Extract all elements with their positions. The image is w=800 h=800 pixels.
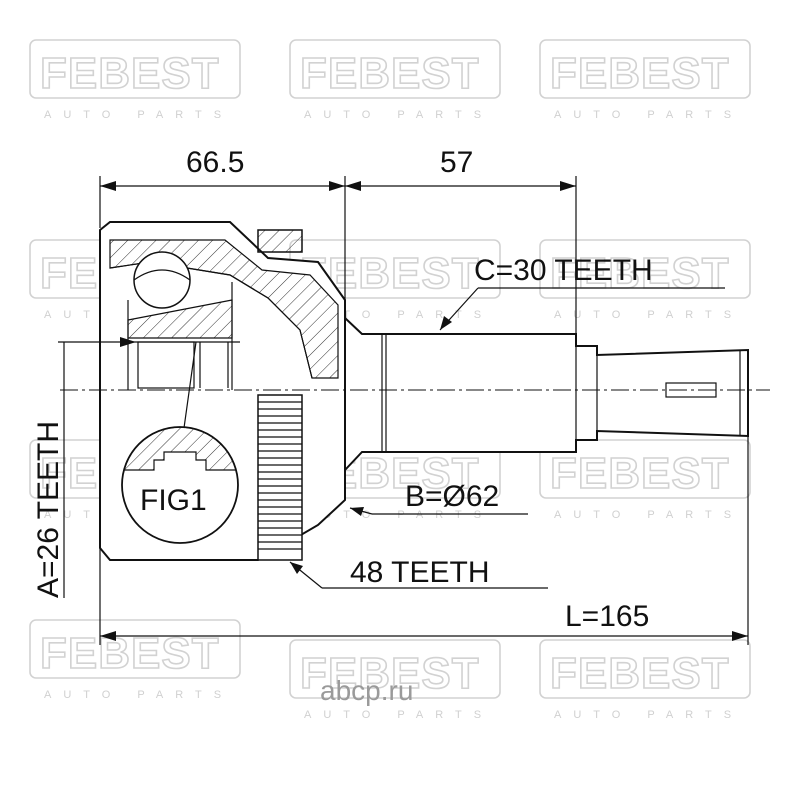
watermark-3: FEBEST AUTO PARTS	[539, 39, 751, 121]
inner-teeth-value: C=30 TEETH	[474, 254, 653, 287]
outer-teeth-value: A=26 TEETH	[32, 421, 65, 598]
dimension-shaft-length: 57	[345, 146, 577, 346]
watermark-brand: FEBEST	[300, 49, 480, 98]
diameter-value: B=Ø62	[405, 480, 499, 513]
fig1-leader	[183, 341, 197, 429]
abs-ring	[257, 229, 303, 561]
site-logo: abcp.ru	[320, 675, 413, 706]
watermark-6: FEBEST AUTO PARTS	[539, 239, 751, 321]
watermark-tagline: AUTO PARTS	[304, 509, 493, 521]
watermark-tagline: AUTO PARTS	[554, 309, 743, 321]
callout-inner-teeth: C=30 TEETH	[439, 254, 725, 331]
fig1-label: FIG1	[140, 484, 207, 517]
ball-cage	[127, 251, 233, 389]
watermark-12: FEBEST AUTO PARTS	[539, 639, 751, 721]
dimension-outer-teeth: A=26 TEETH	[32, 337, 240, 598]
inner-race-bore	[137, 341, 195, 389]
ball	[133, 251, 191, 309]
fig1-section	[123, 426, 237, 471]
watermark-brand: FEBEST	[40, 629, 220, 678]
watermark-brand: FEBEST	[550, 249, 730, 298]
watermark-11: FEBEST AUTO PARTS	[289, 639, 501, 721]
watermark-tagline: AUTO PARTS	[554, 109, 743, 121]
abs-ring-teeth	[258, 401, 302, 550]
watermark-brand: FEBEST	[550, 449, 730, 498]
watermark-tagline: AUTO PARTS	[304, 709, 493, 721]
watermark-2: FEBEST AUTO PARTS	[289, 39, 501, 121]
watermark-1: FEBEST AUTO PARTS	[29, 39, 241, 121]
inner-race-section	[127, 299, 233, 339]
watermark-tagline: AUTO PARTS	[304, 309, 493, 321]
watermark-brand: FEBEST	[40, 49, 220, 98]
watermark-brand: FEBEST	[300, 649, 480, 698]
watermark-tagline: AUTO PARTS	[44, 689, 233, 701]
fig1-detail: FIG1	[121, 341, 239, 544]
callout-diameter: B=Ø62	[349, 480, 528, 516]
watermark-9: FEBEST AUTO PARTS	[539, 439, 751, 521]
watermark-tagline: AUTO PARTS	[304, 109, 493, 121]
dimension-bell-length: 66.5	[99, 146, 346, 300]
dimension-total-length: L=165	[99, 436, 749, 645]
watermark-tagline: AUTO PARTS	[554, 509, 743, 521]
watermark-tagline: AUTO PARTS	[44, 109, 233, 121]
callout-abs-teeth: 48 TEETH	[289, 556, 548, 589]
site-logo-text: abcp.ru	[320, 675, 413, 706]
shaft-length-value: 57	[440, 146, 473, 179]
bell-length-value: 66.5	[186, 146, 244, 179]
watermark-brand: FEBEST	[550, 49, 730, 98]
abs-teeth-value: 48 TEETH	[350, 556, 490, 589]
total-length-value: L=165	[565, 600, 649, 633]
watermark-10: FEBEST AUTO PARTS	[29, 619, 241, 701]
stub-shaft	[344, 315, 749, 473]
watermark-brand: FEBEST	[550, 649, 730, 698]
watermark-tagline: AUTO PARTS	[554, 709, 743, 721]
